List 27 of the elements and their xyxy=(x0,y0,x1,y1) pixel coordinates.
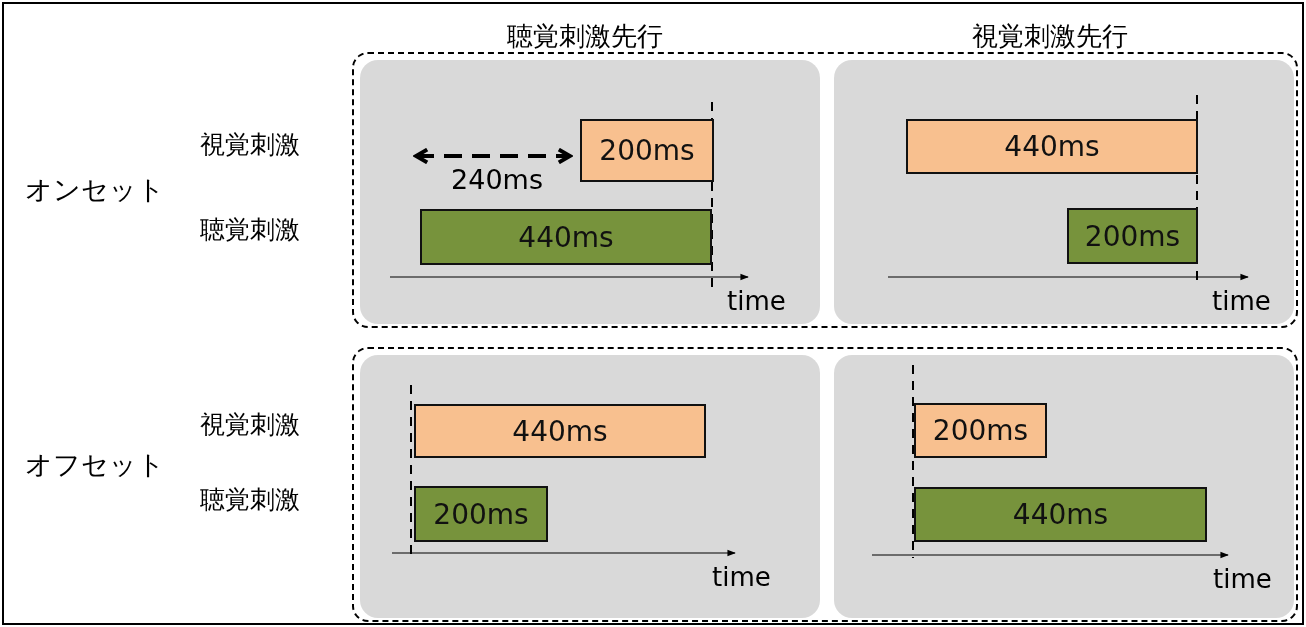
duration-bar: 440ms xyxy=(906,119,1198,174)
panel-background xyxy=(360,60,820,324)
text-label: 聴覚刺激先行 xyxy=(507,22,663,52)
text-label: オフセット xyxy=(25,449,165,481)
text-label: 聴覚刺激 xyxy=(200,485,300,515)
text-label: time xyxy=(1213,565,1272,595)
duration-bar: 440ms xyxy=(414,404,706,458)
panel-background xyxy=(834,355,1294,618)
duration-bar: 200ms xyxy=(580,119,714,182)
panel-background xyxy=(834,60,1294,324)
panel-background xyxy=(360,355,820,618)
duration-bar: 200ms xyxy=(914,403,1047,458)
text-label: オンセット xyxy=(25,174,165,206)
duration-bar: 440ms xyxy=(914,487,1207,542)
text-label: time xyxy=(712,563,771,593)
duration-bar: 440ms xyxy=(420,209,712,265)
text-label: 視覚刺激 xyxy=(200,130,300,160)
text-label: 聴覚刺激 xyxy=(200,215,300,245)
text-label: time xyxy=(727,287,786,317)
dashed-group xyxy=(352,52,1298,328)
dashed-group xyxy=(352,347,1298,622)
text-label: 視覚刺激先行 xyxy=(972,22,1128,52)
text-label: 240ms xyxy=(451,164,543,196)
text-label: time xyxy=(1212,287,1271,317)
text-label: 視覚刺激 xyxy=(200,410,300,440)
duration-bar: 200ms xyxy=(414,486,548,542)
duration-bar: 200ms xyxy=(1067,208,1198,264)
